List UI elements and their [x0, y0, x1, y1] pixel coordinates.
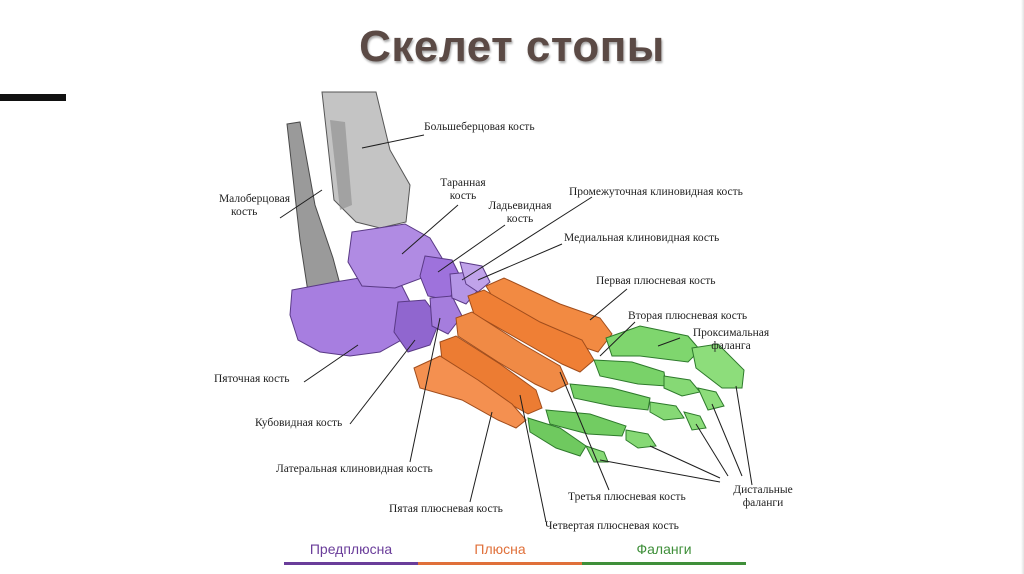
second-metatarsal-bone — [467, 289, 595, 373]
fourth-toe-proximal-phalanx — [545, 409, 627, 437]
label-medial-cuneiform: Медиальная клиновидная кость — [564, 232, 720, 244]
fifth-toe-proximal-phalanx — [527, 417, 587, 457]
legend-metatarsus: Плюсна — [418, 541, 582, 565]
label-proximal-phalanx: Проксимальная фаланга — [676, 327, 786, 353]
second-toe-distal-phalanx — [697, 387, 725, 411]
label-distal-phalanges: Дистальные фаланги — [718, 484, 808, 510]
label-fifth-metatarsal: Пятая плюсневая кость — [389, 503, 503, 515]
label-tibia: Большеберцовая кость — [424, 121, 535, 133]
label-talus-line2: кость — [449, 190, 477, 202]
third-toe-proximal-phalanx — [569, 383, 651, 411]
phalanx-bones — [527, 325, 745, 463]
second-toe-proximal-phalanx — [593, 359, 667, 387]
medial-cuneiform-bone — [459, 261, 491, 293]
label-proximal-phalanx-line1: Проксимальная — [692, 327, 770, 339]
label-distal-phalanges-line2: фаланги — [742, 497, 784, 509]
label-talus-line1: Таранная — [440, 177, 486, 189]
big-toe-distal-phalanx — [691, 343, 745, 389]
metatarsal-bones — [413, 277, 613, 429]
fourth-toe-middle-phalanx — [625, 429, 657, 449]
legend-tarsus-bar — [284, 562, 418, 565]
label-navicular-line2: кость — [506, 213, 534, 225]
label-intermediate-cuneiform: Промежуточная клиновидная кость — [569, 186, 743, 198]
third-metatarsal-bone — [455, 311, 569, 393]
label-distal-phalanges-line1: Дистальные — [733, 484, 793, 496]
label-third-metatarsal: Третья плюсневая кость — [568, 491, 686, 503]
label-first-metatarsal: Первая плюсневая кость — [596, 275, 716, 287]
fifth-metatarsal-bone — [413, 355, 527, 429]
slide-edge-shadow — [1021, 0, 1024, 574]
legend-phalanges-bar — [582, 562, 746, 565]
label-fibula: Малоберцовая кость — [210, 193, 290, 219]
label-lateral-cuneiform: Латеральная клиновидная кость — [276, 463, 433, 475]
label-calcaneus: Пяточная кость — [214, 373, 290, 385]
third-toe-distal-phalanx — [683, 411, 707, 431]
label-fibula-line1: Малоберцовая — [218, 193, 290, 205]
legend-phalanges: Фаланги — [582, 541, 746, 565]
label-second-metatarsal: Вторая плюсневая кость — [628, 310, 748, 322]
tibia-shadow — [330, 120, 352, 210]
second-toe-middle-phalanx — [663, 375, 701, 397]
legend-metatarsus-label: Плюсна — [474, 541, 526, 557]
third-toe-middle-phalanx — [649, 401, 685, 421]
label-talus: Таранная кость — [420, 177, 506, 203]
label-fibula-line2: кость — [231, 206, 258, 218]
label-cuboid: Кубовидная кость — [255, 417, 343, 429]
slide-title: Скелет стопы — [359, 22, 665, 71]
legend-metatarsus-bar — [418, 562, 582, 565]
legend-phalanges-label: Фаланги — [636, 541, 692, 557]
leader-lines — [279, 134, 753, 523]
legend-tarsus: Предплюсна — [284, 541, 418, 565]
cuboid-bone — [393, 299, 441, 353]
label-proximal-phalanx-line2: фаланга — [711, 340, 751, 352]
accent-bar — [0, 94, 66, 101]
legend-tarsus-label: Предплюсна — [309, 541, 393, 557]
fifth-toe-middle-phalanx — [585, 445, 609, 463]
label-navicular-line1: Ладьевидная — [488, 200, 552, 212]
lateral-cuneiform-bone — [429, 295, 463, 335]
label-navicular: Ладьевидная кость — [470, 200, 570, 226]
label-fourth-metatarsal: Четвертая плюсневая кость — [545, 520, 679, 532]
